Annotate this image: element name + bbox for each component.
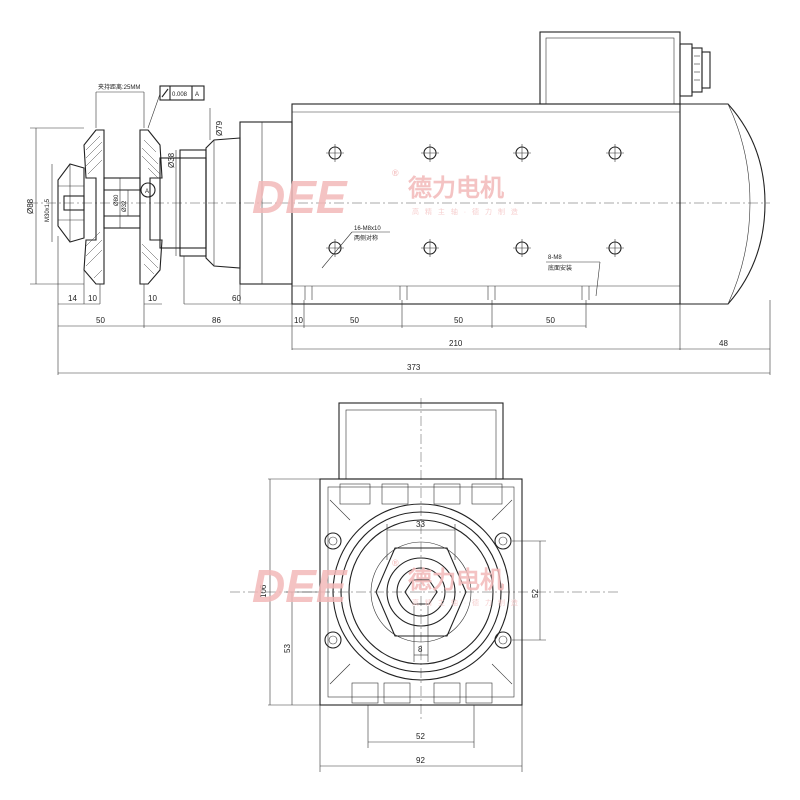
bottom-ribs xyxy=(329,663,513,704)
datum-a-letter: A xyxy=(145,189,149,195)
bottom-hole-marks xyxy=(304,286,590,300)
note-bottom-holes: 8-M8 xyxy=(548,255,562,261)
dim-8: 8 xyxy=(418,645,423,654)
junction-box xyxy=(539,31,681,105)
side-dimension-labels: 14 10 10 60 50 86 10 50 50 50 210 48 373… xyxy=(26,83,728,372)
dim-53: 53 xyxy=(283,644,292,653)
dim-50c: 50 xyxy=(454,316,463,325)
shaft-hex xyxy=(404,579,438,605)
collet-hex-nut xyxy=(375,547,467,637)
front-dimension-lines xyxy=(268,478,546,772)
side-mount-holes xyxy=(326,144,624,257)
tolerance-frame xyxy=(159,85,205,101)
dim-m30: M30x1.5 xyxy=(45,198,51,222)
dim-52-horizontal: 52 xyxy=(416,732,425,741)
dim-50d: 50 xyxy=(546,316,555,325)
dim-phi79: Ø79 xyxy=(215,120,224,136)
shaft-collar xyxy=(179,149,207,257)
dim-210: 210 xyxy=(449,339,463,348)
junction-box-inner xyxy=(545,37,675,105)
datum-a-marker xyxy=(140,182,156,198)
watermark-tagline-top: 高 精 主 轴 · 德 力 制 造 xyxy=(412,207,520,216)
nut-ring xyxy=(386,557,456,627)
dim-10b: 10 xyxy=(148,294,157,303)
motor-body xyxy=(291,103,681,305)
hatching-upper xyxy=(85,135,161,179)
side-dimension-lines xyxy=(30,91,771,375)
note-side-holes-sub: 两侧对称 xyxy=(354,234,378,242)
dim-phi32: Ø32 xyxy=(122,200,128,212)
dim-33: 33 xyxy=(416,520,425,529)
dim-50a: 50 xyxy=(96,316,105,325)
dim-86: 86 xyxy=(212,316,221,325)
hatching-lower xyxy=(85,231,159,279)
dim-phi38: Ø38 xyxy=(167,152,176,168)
front-body-inner xyxy=(327,486,515,698)
watermark-top: DEE ® 德力电机 高 精 主 轴 · 德 力 制 造 xyxy=(252,168,520,223)
note-bottom-holes-sub: 底面安装 xyxy=(548,264,572,272)
side-view xyxy=(28,31,771,375)
watermark-reg-top: ® xyxy=(392,168,399,178)
watermark-logo-top: DEE xyxy=(252,171,348,223)
tolerance-datum-ref: A xyxy=(195,92,199,98)
dim-92: 92 xyxy=(416,756,425,765)
tool-clamp-note: 夹持距离:25MM xyxy=(98,83,140,91)
watermark-logo-bottom: DEE xyxy=(252,560,348,612)
corner-bolts xyxy=(324,532,512,649)
tolerance-value: 0.008 xyxy=(172,92,188,98)
leader-side-holes xyxy=(321,231,353,269)
leader-bottom-holes-drop xyxy=(595,261,601,297)
dim-phi88: Ø88 xyxy=(26,198,35,214)
rear-cap-inner xyxy=(727,103,751,305)
watermark-brand-bottom: 德力电机 xyxy=(408,566,504,594)
watermark-tagline-bottom: 高 精 主 轴 · 德 力 制 造 xyxy=(412,598,520,607)
tool-holder xyxy=(83,129,163,285)
note-side-holes: 16-M8x10 xyxy=(354,226,381,232)
collet-nut xyxy=(57,163,85,243)
watermark-brand-top: 德力电机 xyxy=(408,174,504,202)
watermark-reg-bottom: ® xyxy=(392,558,399,568)
dim-14: 14 xyxy=(68,294,77,303)
flange-circle-4 xyxy=(370,541,472,643)
runout-icon xyxy=(161,88,169,98)
cable-gland xyxy=(679,43,711,97)
dim-52-vertical: 52 xyxy=(531,589,540,598)
flange-outer-circle xyxy=(332,503,510,681)
dim-phi80: Ø80 xyxy=(114,194,120,206)
front-dimension-labels: 106 53 33 52 8 52 92 xyxy=(259,520,540,765)
top-ribs xyxy=(329,483,513,521)
dim-373: 373 xyxy=(407,363,421,372)
flange-circle-2 xyxy=(340,511,502,673)
front-view xyxy=(230,398,620,772)
watermark-bottom: DEE ® 德力电机 高 精 主 轴 · 德 力 制 造 xyxy=(252,558,520,612)
dim-50b: 50 xyxy=(350,316,359,325)
dim-10a: 10 xyxy=(88,294,97,303)
flange-circle-3 xyxy=(348,519,494,665)
dim-106: 106 xyxy=(259,584,268,598)
dim-60: 60 xyxy=(232,294,241,303)
collet-circle xyxy=(396,567,446,617)
rear-cap xyxy=(680,103,766,305)
dim-48: 48 xyxy=(719,339,728,348)
dim-10c: 10 xyxy=(294,316,303,325)
